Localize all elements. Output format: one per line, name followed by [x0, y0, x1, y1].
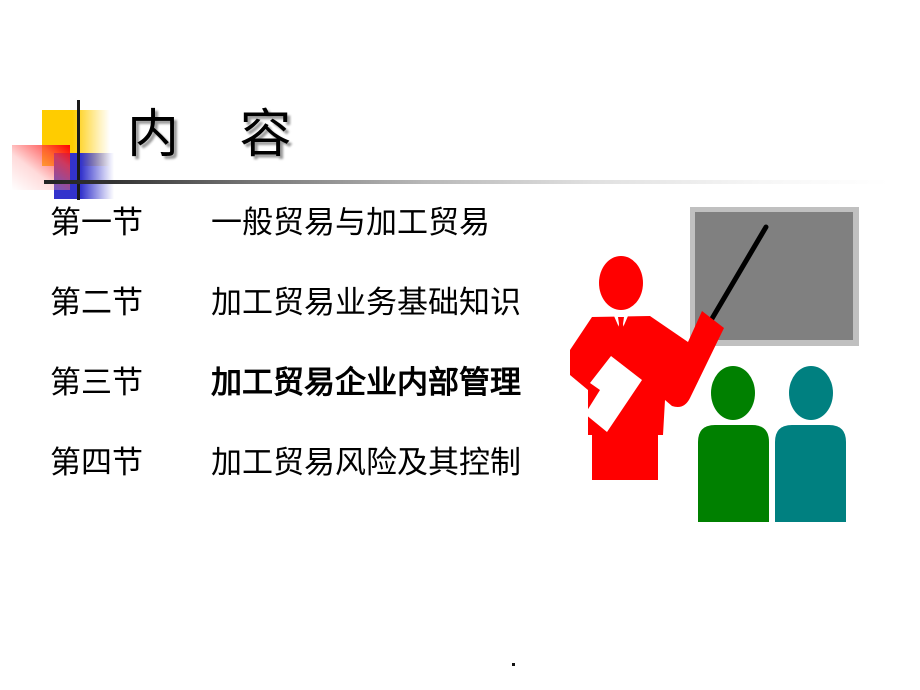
toc-section-number: 第三节 — [50, 365, 143, 401]
title-underline-rule — [44, 180, 890, 184]
toc-section-title: 一般贸易与加工贸易 — [211, 205, 490, 241]
toc-section-title-emphasized: 加工贸易企业内部管理 — [211, 365, 521, 401]
toc-section-number: 第一节 — [50, 205, 143, 241]
slide-title: 内 容 — [127, 105, 314, 165]
document-icon — [585, 356, 642, 432]
title-decor-vertical-rule — [77, 100, 80, 200]
presenter-clipart-icon — [570, 207, 859, 522]
toc-section-title: 加工贸易风险及其控制 — [211, 445, 521, 481]
necktie-icon — [617, 317, 625, 341]
audience-member-left-icon — [698, 366, 769, 522]
presenter-figure-icon — [570, 256, 724, 480]
toc-section-number: 第四节 — [50, 445, 143, 481]
presentation-board-icon — [690, 207, 859, 346]
pointer-stick-icon — [707, 224, 769, 325]
toc-section-number: 第二节 — [50, 285, 143, 321]
footer-mark — [512, 663, 515, 666]
audience-member-right-icon — [775, 366, 846, 522]
toc-section-title: 加工贸易业务基础知识 — [211, 285, 521, 321]
